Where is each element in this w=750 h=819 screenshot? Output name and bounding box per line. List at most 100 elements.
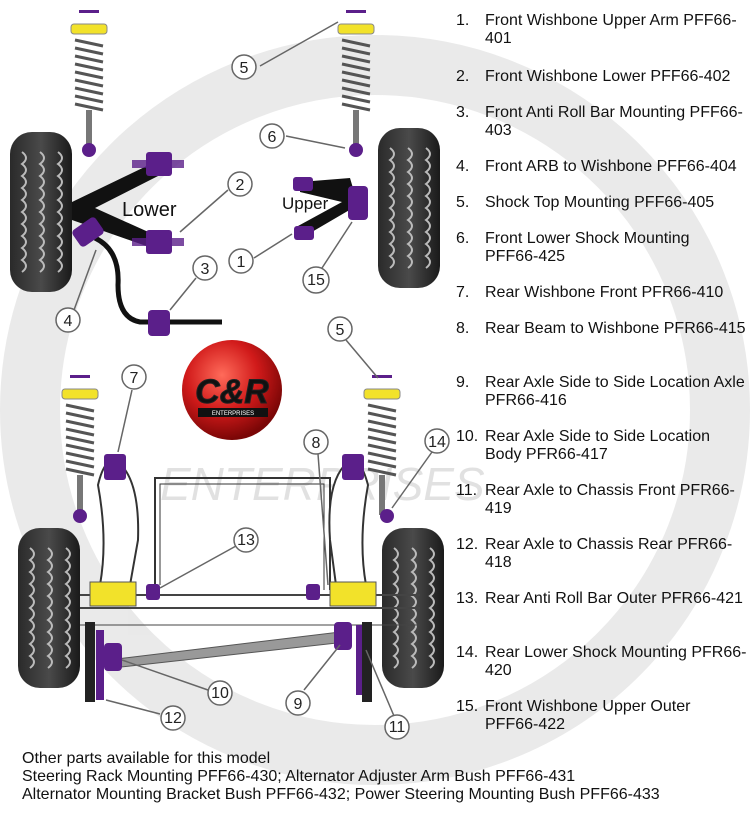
lower-label: Lower [122,199,177,221]
item-text: Rear Axle to Chassis Rear PFR66-418 [485,536,733,571]
logo-main: C&R [195,373,269,411]
item-text: Front Lower Shock Mounting PFF66-425 [485,230,690,265]
svg-text:6: 6 [268,129,277,146]
svg-text:15: 15 [307,272,325,289]
item-text: Rear Lower Shock Mounting PFR66-420 [485,644,747,679]
item-number: 7. [456,284,470,301]
callout-5-rear: 5 [327,316,379,379]
other-parts-line: Alternator Mounting Bracket Bush PFF66-4… [22,786,660,803]
item-text: Rear Anti Roll Bar Outer PFR66-421 [485,590,743,607]
list-item: 14. Rear Lower Shock Mounting PFR66-420 [456,644,748,680]
item-text: Rear Axle Side to Side Location Axle PFR… [485,374,745,409]
logo-sub: ENTERPRISES [212,411,254,417]
svg-text:5: 5 [336,322,345,339]
rear-left-wishbone [89,454,160,607]
panhard-rod [85,622,372,702]
list-item: 4. Front ARB to Wishbone PFF66-404 [456,158,748,176]
svg-text:14: 14 [428,434,446,451]
item-text: Shock Top Mounting PFF66-405 [485,194,715,211]
callout-10: 10 [121,659,233,706]
callout-11: 11 [365,649,410,740]
item-number: 4. [456,158,470,175]
item-number: 12. [456,536,479,553]
item-number: 15. [456,698,479,715]
item-text: Front Wishbone Lower PFF66-402 [485,68,731,85]
callout-6: 6 [259,123,346,149]
item-text: Front Wishbone Upper Outer PFF66-422 [485,698,691,733]
list-item: 6. Front Lower Shock Mounting PFF66-425 [456,230,748,266]
list-item: 10. Rear Axle Side to Side Location Body … [456,428,748,464]
list-item: 11. Rear Axle to Chassis Front PFR66-419 [456,482,748,518]
callouts: 5 6 2 1 3 4 15 7 5 8 14 13 10 9 12 11 [55,21,450,740]
svg-text:10: 10 [211,685,229,702]
item-text: Front Wishbone Upper Arm PFF66-401 [485,12,737,47]
item-number: 9. [456,374,470,391]
rear-lower-shock-bush [380,509,394,523]
svg-text:9: 9 [294,696,303,713]
item-number: 11. [456,482,478,499]
list-item: 9. Rear Axle Side to Side Location Axle P… [456,374,748,410]
item-number: 8. [456,320,470,337]
watermark: ENTERPRISES [0,35,750,785]
svg-text:4: 4 [64,313,73,330]
rear-right-wishbone [306,454,377,607]
svg-text:7: 7 [130,370,139,387]
list-item: 7. Rear Wishbone Front PFR66-410 [456,284,748,302]
front-left-tyre [9,131,73,293]
svg-text:2: 2 [236,177,245,194]
anti-roll-bar [93,235,222,325]
list-item: 1. Front Wishbone Upper Arm PFF66-401 [456,12,748,48]
callout-9: 9 [285,644,341,716]
item-text: Rear Beam to Wishbone PFR66-415 [485,320,746,337]
arb-to-wishbone-bush [72,217,104,247]
front-right-tyre [377,127,441,289]
list-item: 2. Front Wishbone Lower PFF66-402 [456,68,748,86]
svg-text:8: 8 [312,435,321,452]
list-item: 3. Front Anti Roll Bar Mounting PFF66-403 [456,104,748,140]
list-item: 12. Rear Axle to Chassis Rear PFR66-418 [456,536,748,572]
svg-text:1: 1 [237,254,246,271]
callout-5-front: 5 [231,21,339,80]
callout-12: 12 [105,699,186,731]
other-parts-heading: Other parts available for this model [22,750,271,767]
item-number: 2. [456,68,470,85]
upper-label: Upper [282,194,329,213]
item-number: 1. [456,12,470,29]
list-item: 13.Rear Anti Roll Bar Outer PFR66-421 [456,590,748,608]
other-parts-line: Steering Rack Mounting PFF66-430; Altern… [22,768,576,785]
item-text: Front Anti Roll Bar Mounting PFF66-403 [485,104,743,139]
list-item: 15. Front Wishbone Upper Outer PFF66-422 [456,698,748,734]
item-number: 10. [456,428,479,445]
rear-left-lower-shock-bush [73,509,87,523]
front-lower-shock-bush [349,143,363,157]
callout-3: 3 [169,255,218,311]
svg-text:5: 5 [240,60,249,77]
item-text: Rear Axle to Chassis Front PFR66-419 [485,482,735,517]
list-item: 5. Shock Top Mounting PFF66-405 [456,194,748,212]
other-parts: Other parts available for this model Ste… [22,750,747,804]
callout-15: 15 [302,221,353,294]
item-number: 3. [456,104,470,121]
front-upper-wishbone [293,177,368,240]
arb-mounting-bush [148,310,170,336]
item-text: Rear Wishbone Front PFR66-410 [485,284,724,301]
item-number: 14. [456,644,479,661]
item-number: 6. [456,230,470,247]
list-item: 8. Rear Beam to Wishbone PFR66-415 [456,320,748,338]
front-left-shock [69,8,109,152]
cr-logo: C&R ENTERPRISES [182,340,282,440]
rear-left-tyre [17,527,81,689]
front-left-lower-shock-bush [82,143,96,157]
callout-1: 1 [228,233,293,274]
svg-text:3: 3 [201,261,210,278]
item-text: Front ARB to Wishbone PFF66-404 [485,158,737,175]
callout-7: 7 [117,364,147,453]
callout-8: 8 [303,429,329,586]
callout-13: 13 [159,527,259,589]
svg-text:11: 11 [389,719,406,736]
svg-text:13: 13 [237,532,255,549]
svg-text:12: 12 [164,710,182,727]
item-text: Rear Axle Side to Side Location Body PFR… [485,428,711,463]
item-number: 5. [456,194,470,211]
